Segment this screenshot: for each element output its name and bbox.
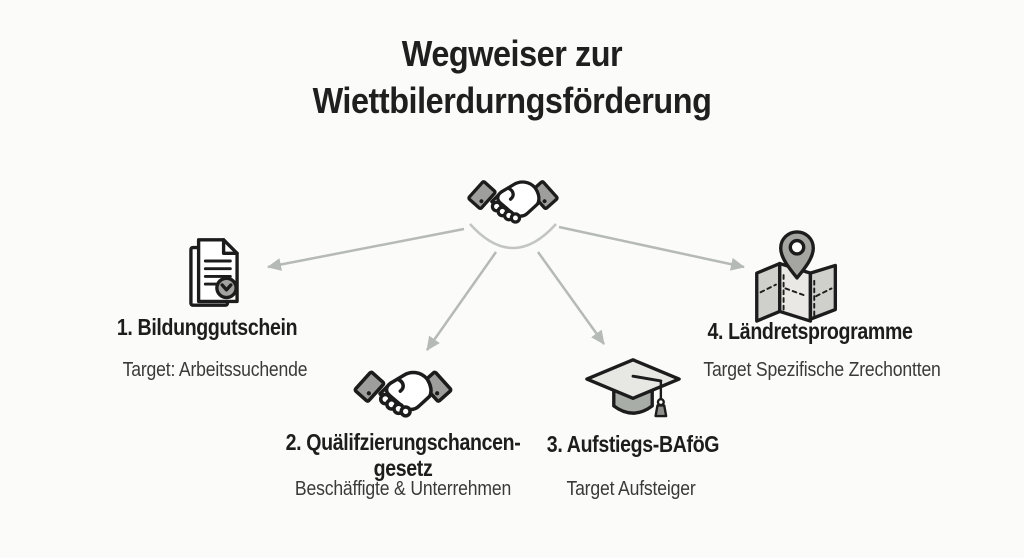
arrow-to-node-3 xyxy=(536,251,606,345)
node-3-label: 3. Aufstiegs-BAföG xyxy=(546,431,720,457)
page-title-line-2: Wiettbilerdurngsförderung xyxy=(312,80,712,121)
arrow-to-node-1 xyxy=(267,227,465,271)
node-1-label: 1. Bildunggutschein xyxy=(116,314,298,340)
graduation-cap-icon xyxy=(585,358,681,418)
node-2-sublabel: Beschäffigte & Unterrehmen xyxy=(294,478,512,500)
node-4-label: 4. Ländretsprogramme xyxy=(707,318,913,344)
central-hub xyxy=(464,170,562,230)
node-2-label-line-2: gesetz xyxy=(373,455,433,481)
page-title-line-1: Wegweiser zur xyxy=(401,33,623,74)
page-title: Wegweiser zur Wiettbilerdurngsförderung xyxy=(51,30,973,124)
node-2-label: 2. Quälifzierungschancen- gesetz xyxy=(276,429,531,481)
document-check-icon xyxy=(189,238,239,307)
node-2-label-line-1: 2. Quälifzierungschancen- xyxy=(285,429,521,455)
handshake-icon xyxy=(464,170,562,230)
handshake-icon xyxy=(350,360,456,424)
map-pin-icon xyxy=(755,230,838,323)
node-3-sublabel: Target Aufsteiger xyxy=(566,478,696,500)
node-4-sublabel: Target Spezifische Zrechontten xyxy=(703,359,941,381)
node-1-sublabel: Target: Arbeitssuchende xyxy=(122,359,308,381)
arrow-to-node-4 xyxy=(558,225,745,271)
arrow-to-node-2 xyxy=(425,251,498,351)
